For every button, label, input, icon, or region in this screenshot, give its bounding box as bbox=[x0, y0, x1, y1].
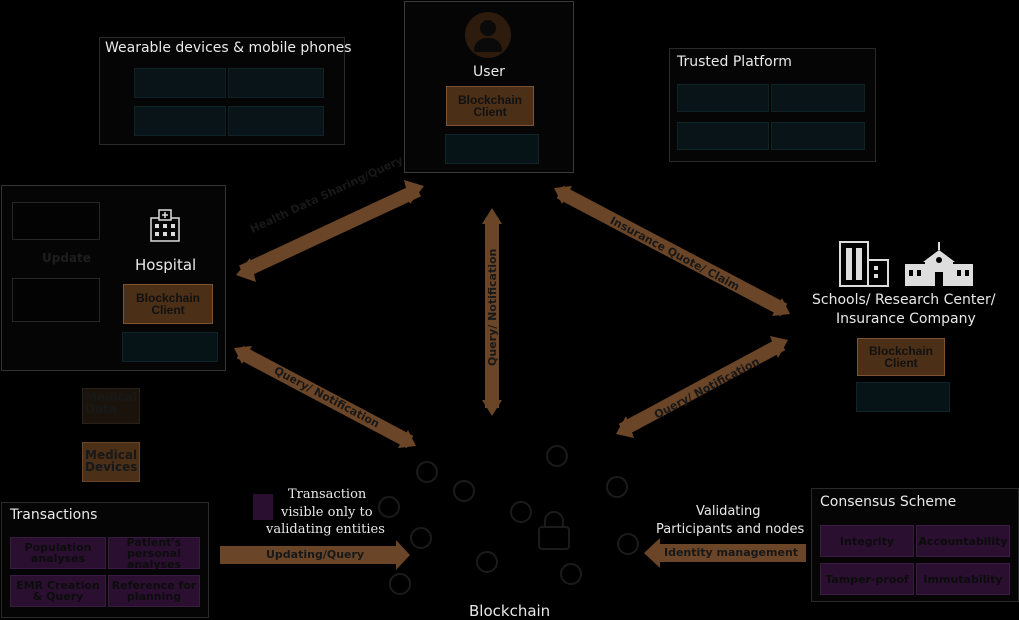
hospital-update-label: Update bbox=[42, 251, 91, 265]
wearables-panel: Wearable devices & mobile phones bbox=[99, 37, 352, 145]
blockchain-label: Blockchain bbox=[469, 602, 551, 620]
medical-data-box: Medical Data bbox=[82, 388, 140, 424]
transactions-title: Transactions bbox=[10, 507, 98, 523]
user-blockchain-client: Blockchain Client bbox=[446, 86, 534, 126]
health-data-arrow bbox=[239, 183, 421, 279]
transaction-note-line3: validating entities bbox=[266, 522, 385, 537]
validating-note-line2: Participants and nodes bbox=[656, 522, 805, 537]
consensus-title: Consensus Scheme bbox=[820, 494, 957, 510]
hospital-panel: Update Hospital Blockchain Client bbox=[1, 185, 226, 371]
trusted-cell bbox=[771, 122, 865, 150]
transaction-note-line1: Transaction bbox=[288, 487, 367, 502]
updating-arrow-label: Updating/Query bbox=[266, 548, 365, 561]
trusted-cell bbox=[677, 84, 769, 112]
consensus-cell: Tamper-proof bbox=[820, 563, 914, 595]
consensus-cell: Integrity bbox=[820, 525, 914, 557]
hospital-teal-box bbox=[122, 332, 218, 362]
trusted-platform-panel: Trusted Platform bbox=[669, 48, 876, 162]
user-teal-box bbox=[445, 134, 539, 164]
trusted-cell bbox=[677, 122, 769, 150]
query-right-arrow bbox=[618, 337, 786, 437]
query-left-arrow bbox=[236, 345, 414, 449]
updating-arrow bbox=[220, 546, 396, 564]
building-icon bbox=[838, 240, 890, 288]
wearable-cell bbox=[134, 106, 226, 136]
hospital-icon bbox=[148, 208, 182, 242]
consensus-panel: Consensus Scheme Integrity Accountabilit… bbox=[811, 488, 1019, 602]
transaction-note-line2: visible only to bbox=[281, 505, 373, 520]
consensus-cell: Accountability bbox=[916, 525, 1010, 557]
transaction-cell: Reference for planning bbox=[108, 575, 200, 607]
validating-note-line1: Validating bbox=[696, 504, 761, 519]
wearables-title: Wearable devices & mobile phones bbox=[105, 40, 352, 56]
user-panel: User Blockchain Client bbox=[404, 1, 574, 173]
transactions-panel: Transactions Population analyses Patient… bbox=[1, 502, 209, 618]
document-icon bbox=[253, 494, 273, 520]
medical-data-label: Medical Data bbox=[85, 390, 138, 416]
schools-title-line2: Insurance Company bbox=[836, 311, 976, 327]
transaction-cell: EMR Creation & Query bbox=[10, 575, 106, 607]
medical-devices-label: Medical Devices bbox=[85, 448, 138, 474]
hospital-title: Hospital bbox=[135, 256, 197, 274]
hospital-ghost-box bbox=[12, 202, 100, 240]
schools-title-line1: Schools/ Research Center/ bbox=[812, 292, 996, 308]
trusted-cell bbox=[771, 84, 865, 112]
wearable-cell bbox=[134, 68, 226, 98]
blockchain-network bbox=[378, 445, 639, 595]
wearable-cell bbox=[228, 106, 324, 136]
user-title: User bbox=[473, 64, 505, 80]
trusted-title: Trusted Platform bbox=[677, 54, 792, 70]
school-icon bbox=[903, 240, 975, 288]
wearable-cell bbox=[228, 68, 324, 98]
consensus-cell: Immutability bbox=[916, 563, 1010, 595]
medical-devices-box: Medical Devices bbox=[82, 442, 140, 482]
transaction-cell: Population analyses bbox=[10, 537, 106, 569]
query-center-arrow-label: Query/ Notification bbox=[486, 248, 499, 366]
insurance-arrow bbox=[556, 185, 788, 317]
identity-arrow bbox=[660, 544, 806, 562]
schools-blockchain-client: Blockchain Client bbox=[857, 338, 945, 376]
identity-arrow-label: Identity management bbox=[664, 546, 799, 559]
schools-teal-box bbox=[856, 382, 950, 412]
hospital-ghost-box bbox=[12, 278, 100, 322]
hospital-blockchain-client: Blockchain Client bbox=[123, 284, 213, 324]
user-icon bbox=[465, 12, 511, 58]
transaction-cell: Patient's personal analyses bbox=[108, 537, 200, 570]
